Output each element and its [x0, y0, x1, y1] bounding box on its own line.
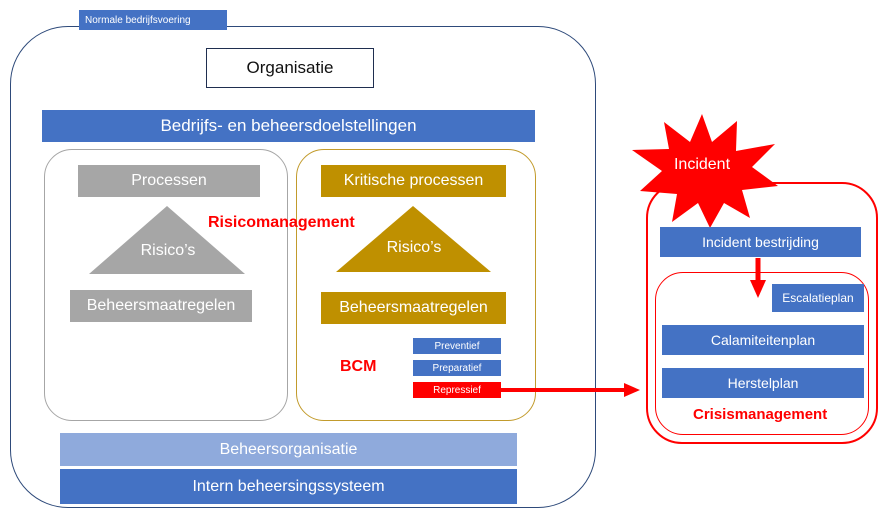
objectives-bar: Bedrijfs- en beheersdoelstellingen	[42, 110, 535, 142]
escalation-plan-box: Escalatieplan	[772, 284, 864, 312]
bcm-preventive: Preventief	[413, 338, 501, 354]
controls-box-right: Beheersmaatregelen	[321, 292, 506, 324]
normal-operations-tag: Normale bedrijfsvoering	[79, 10, 227, 30]
incident-label: Incident	[673, 156, 731, 173]
calamity-plan-box: Calamiteitenplan	[662, 325, 864, 355]
bcm-repressive: Repressief	[413, 382, 501, 398]
internal-control-system-bar: Intern beheersingssysteem	[60, 469, 517, 504]
risks-label-right: Risico’s	[386, 239, 442, 256]
critical-processes-panel	[296, 149, 536, 421]
bcm-title: BCM	[340, 358, 377, 375]
recovery-plan-box: Herstelplan	[662, 368, 864, 398]
organisation-box: Organisatie	[206, 48, 374, 88]
critical-processes-box: Kritische processen	[321, 165, 506, 197]
risks-label-left: Risico’s	[140, 242, 196, 259]
processes-box: Processen	[78, 165, 260, 197]
risk-management-title: Risicomanagement	[208, 214, 355, 231]
incident-container	[646, 182, 878, 444]
normal-operations-container	[10, 26, 596, 508]
bcm-preparative: Preparatief	[413, 360, 501, 376]
repressive-arrow-head	[624, 383, 640, 397]
incident-fighting-box: Incident bestrijding	[660, 227, 861, 257]
crisis-container	[655, 272, 869, 435]
processes-panel	[44, 149, 288, 421]
control-organisation-bar: Beheersorganisatie	[60, 433, 517, 466]
controls-box-left: Beheersmaatregelen	[70, 290, 252, 322]
crisis-management-title: Crisismanagement	[693, 406, 828, 423]
